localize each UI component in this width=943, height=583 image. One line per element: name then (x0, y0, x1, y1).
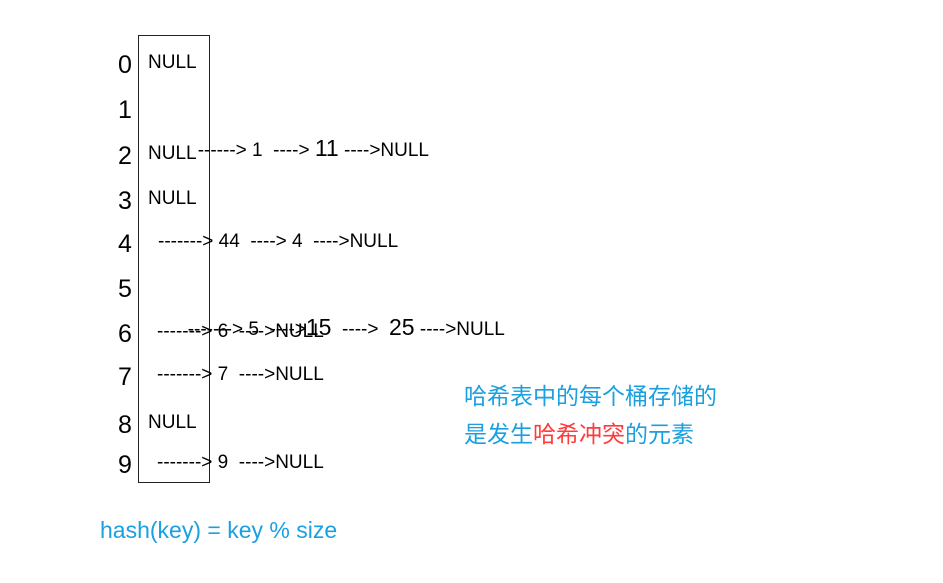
chain-end: ---->NULL (338, 140, 429, 161)
bucket-null: NULL (148, 143, 197, 164)
note-text: 的元素 (625, 422, 694, 448)
chain-end: ---->NULL (414, 319, 505, 340)
bucket-row-0: 0 NULL (0, 43, 943, 83)
chain-head: -------> 5 ----> (187, 319, 306, 340)
note-line-2: 是发生哈希冲突的元素 (464, 416, 717, 454)
bucket-null: NULL (148, 188, 197, 209)
bucket-chain: -------> 7 ---->NULL (157, 364, 324, 385)
bucket-chain: -------> 44 ----> 4 ---->NULL (158, 231, 399, 252)
chain-node: 15 (305, 314, 332, 340)
bucket-index: 2 (118, 142, 132, 170)
note-line-1: 哈希表中的每个桶存储的 (464, 384, 717, 410)
explanation-note: 哈希表中的每个桶存储的 是发生哈希冲突的元素 (464, 378, 717, 454)
bucket-null: NULL (148, 52, 197, 73)
chain-head: ------> 1 ----> (197, 140, 315, 161)
bucket-chain: -------> 5 ---->15 ----> 25 ---->NULL (156, 267, 505, 390)
bucket-chain: -------> 6 ---->NULL (157, 321, 324, 342)
bucket-null: NULL (148, 412, 197, 433)
bucket-chain: -------> 9 ---->NULL (157, 452, 324, 473)
bucket-index: 3 (118, 187, 132, 215)
chain-node: 11 (314, 135, 339, 161)
bucket-row-8: 8 NULL (0, 403, 943, 443)
bucket-index: 5 (118, 275, 132, 303)
bucket-index: 1 (118, 96, 132, 124)
bucket-index: 8 (118, 411, 132, 439)
bucket-array-box (138, 35, 210, 483)
bucket-index: 6 (118, 320, 132, 348)
bucket-index: 7 (118, 363, 132, 391)
bucket-row-1: 1 ------> 1 ----> 11 ---->NULL (0, 88, 943, 161)
bucket-row-3: 3 NULL (0, 179, 943, 219)
bucket-row-6: 6 -------> 6 ---->NULL (0, 312, 943, 352)
bucket-index: 9 (118, 451, 132, 479)
hash-formula: hash(key) = key % size (100, 517, 338, 543)
bucket-row-9: 9 -------> 9 ---->NULL (0, 443, 943, 483)
bucket-row-5: 5 -------> 5 ---->15 ----> 25 ---->NULL (0, 267, 943, 340)
bucket-row-7: 7 -------> 7 ---->NULL (0, 355, 943, 395)
chain-mid: ----> (331, 319, 390, 340)
note-text: 是发生 (464, 422, 533, 448)
bucket-row-2: 2 NULL (0, 134, 943, 174)
bucket-row-4: 4 -------> 44 ----> 4 ---->NULL (0, 222, 943, 262)
bucket-index: 0 (118, 51, 132, 79)
bucket-index: 4 (118, 230, 132, 258)
bucket-chain: ------> 1 ----> 11 ---->NULL (166, 88, 429, 211)
note-highlight: 哈希冲突 (533, 422, 625, 448)
chain-node: 25 (389, 314, 415, 340)
